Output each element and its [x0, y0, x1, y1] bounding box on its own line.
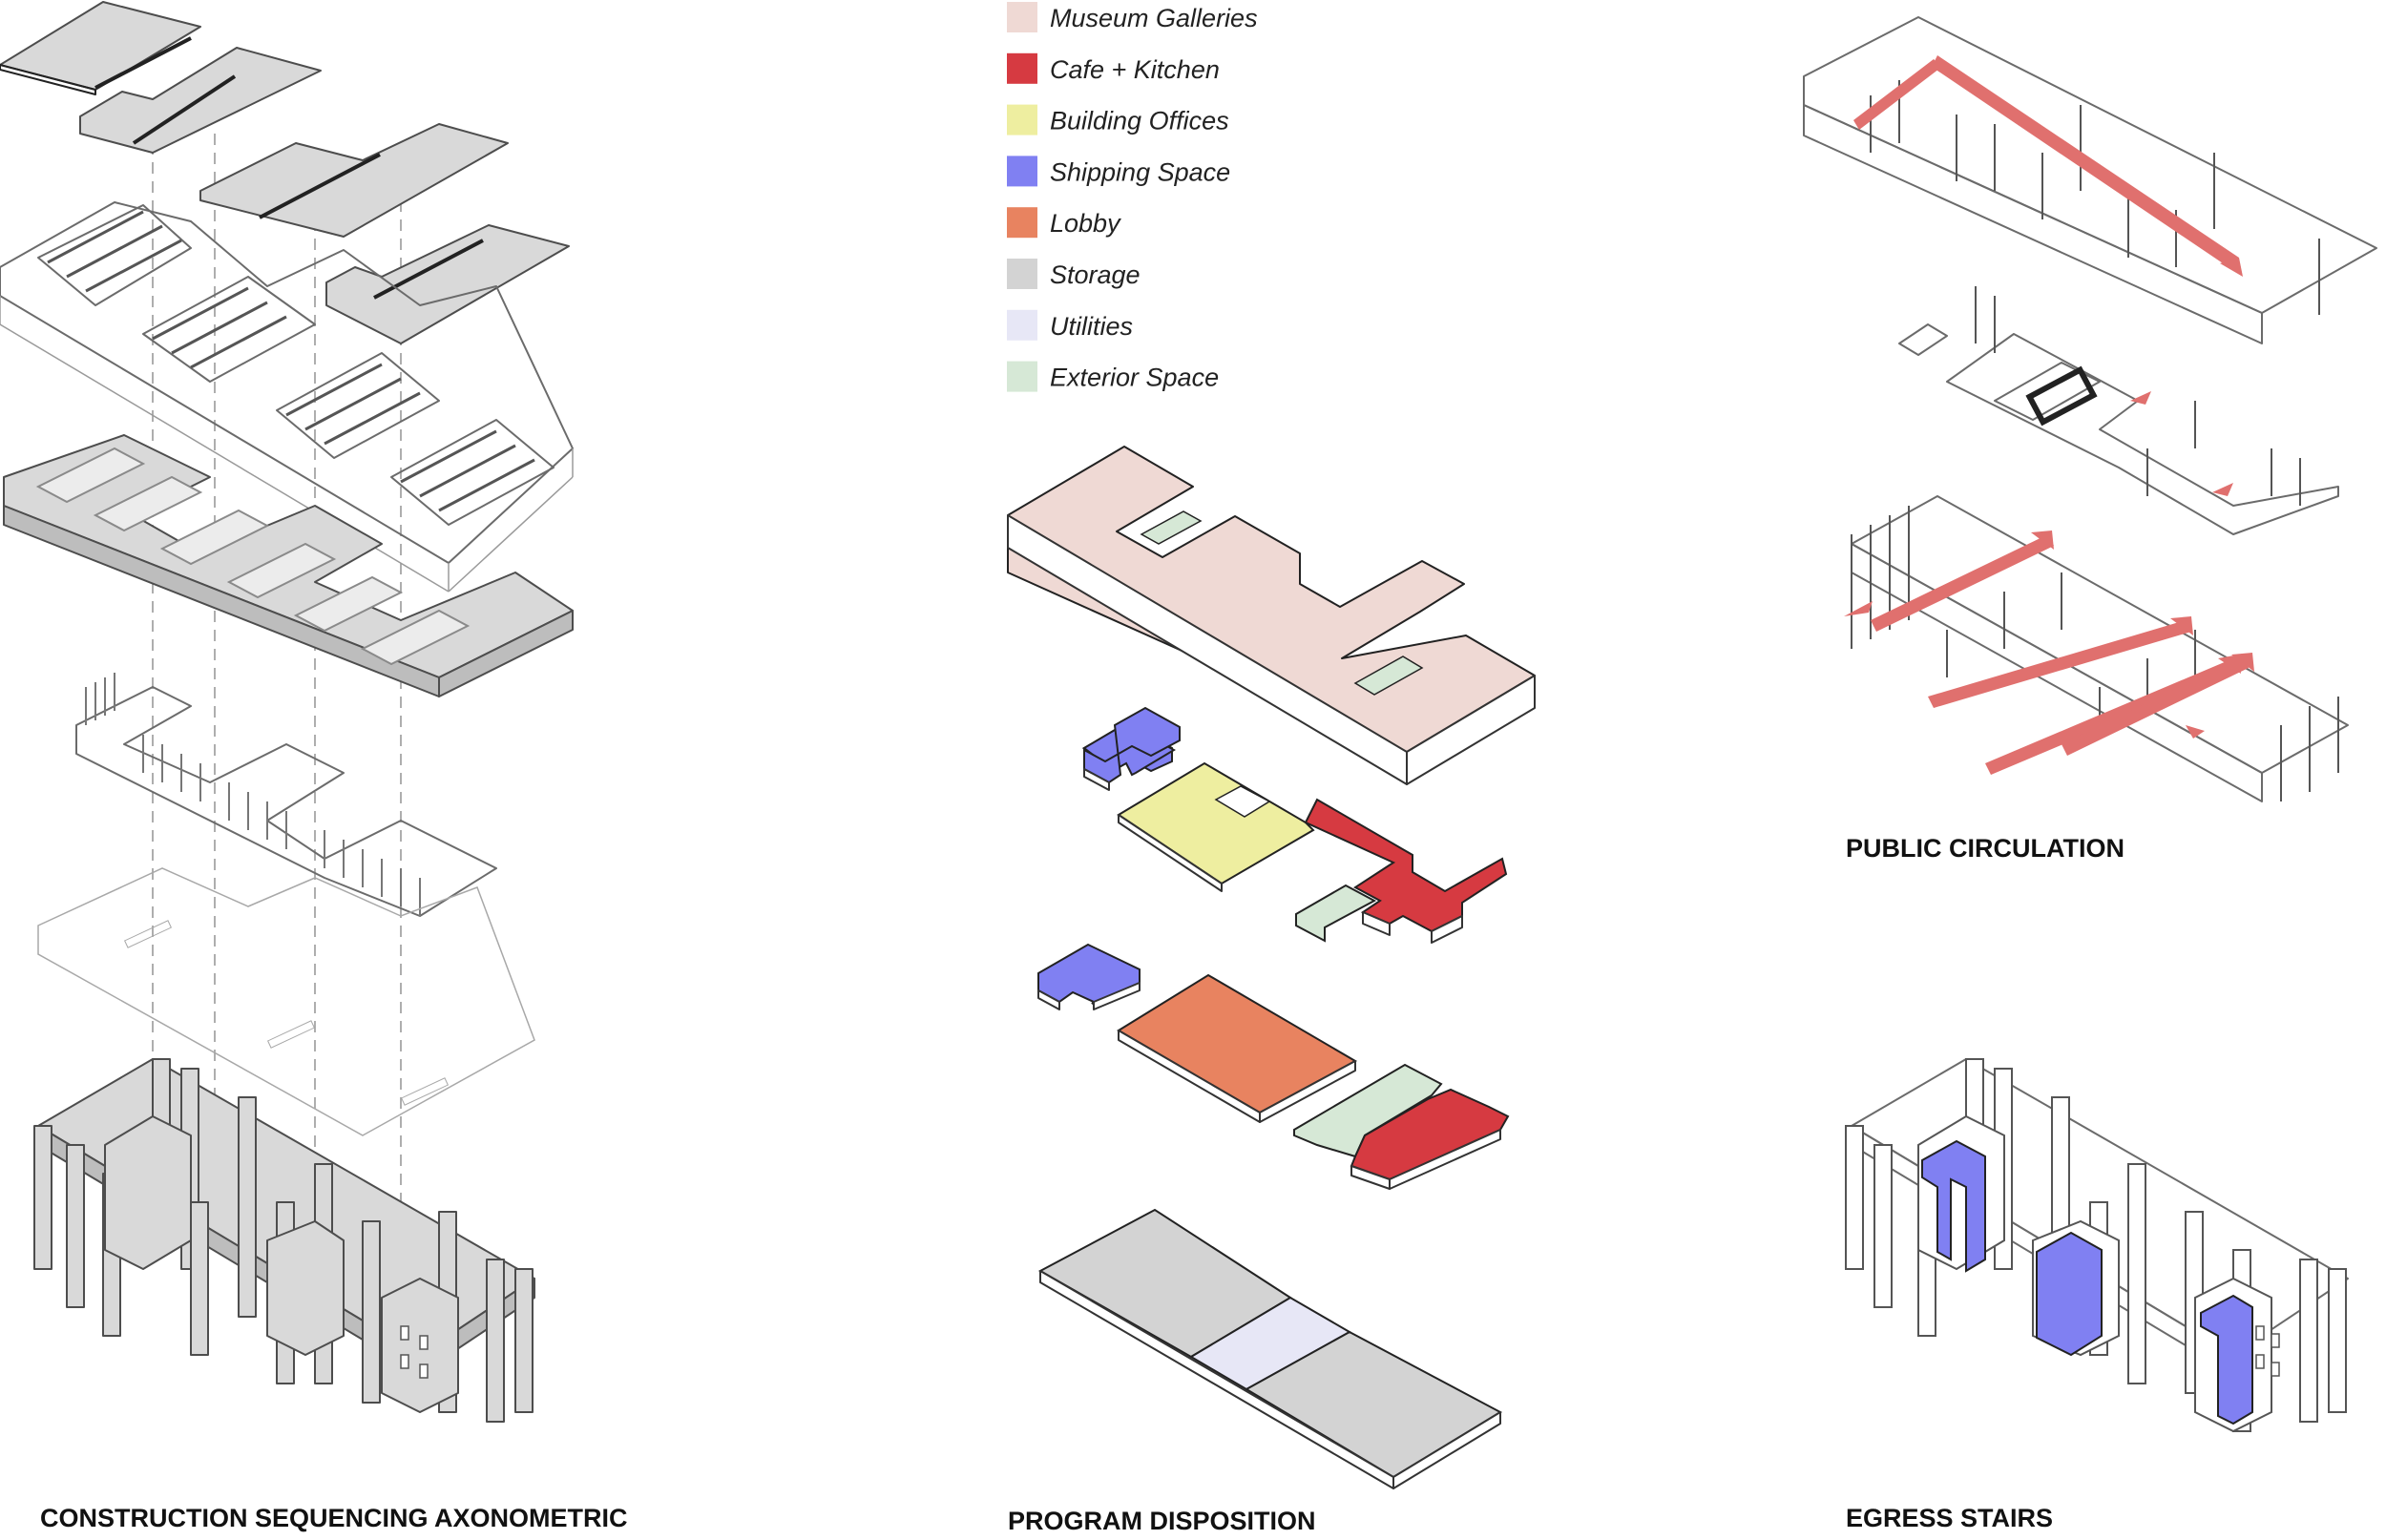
legend-swatch: [1007, 52, 1037, 84]
structure-columns: [33, 1058, 535, 1423]
museum-galleries-block: [1007, 446, 1536, 785]
legend-label: Shipping Space: [1050, 157, 1230, 186]
construction-title: CONSTRUCTION SEQUENCING AXONOMETRIC: [40, 1504, 628, 1532]
wall-skeleton: [75, 673, 497, 917]
legend-swatch: [1007, 259, 1037, 289]
legend-swatch: [1007, 2, 1037, 32]
legend-swatch: [1007, 156, 1037, 187]
legend-swatch: [1007, 104, 1037, 135]
egress-title: EGRESS STAIRS: [1846, 1504, 2053, 1532]
exterior-cafe-level: [1293, 1063, 1510, 1190]
circulation-title: PUBLIC CIRCULATION: [1846, 834, 2124, 863]
legend-label: Storage: [1050, 260, 1141, 289]
shipping-block-upper: [1081, 706, 1181, 791]
roof-layer: [0, 1, 570, 344]
program-title: PROGRAM DISPOSITION: [1008, 1507, 1316, 1535]
legend-label: Building Offices: [1050, 107, 1229, 135]
legend-label: Utilities: [1050, 312, 1133, 341]
shipping-lobby-level: [1037, 943, 1358, 1123]
legend-label: Lobby: [1050, 209, 1121, 238]
alignment-lines: [152, 105, 402, 1317]
legend-swatch: [1007, 207, 1037, 239]
circulation-arrows-low: [1844, 531, 2254, 775]
galleries-top: [1007, 446, 1536, 753]
circulation-arrows-top: [1853, 55, 2243, 277]
offices-cafe-level: [1117, 761, 1508, 944]
program-disposition: PROGRAM DISPOSITION: [1007, 446, 1536, 1535]
storage-utilities-slab: [1037, 1208, 1503, 1489]
circulation-mid-floor: [1898, 286, 2339, 535]
egress-stair-shafts: [1921, 1139, 2253, 1426]
legend-swatch: [1007, 309, 1037, 341]
construction-axonometric: CONSTRUCTION SEQUENCING AXONOMETRIC: [0, 1, 628, 1532]
public-circulation: PUBLIC CIRCULATION: [1803, 16, 2377, 863]
circulation-arrows-mid: [2130, 391, 2233, 496]
egress-stairs: EGRESS STAIRS: [1845, 1058, 2349, 1532]
ground-slab: [37, 867, 535, 1136]
circulation-top-floor: [1803, 16, 2377, 344]
floor-plates: [3, 434, 574, 697]
legend-label: Museum Galleries: [1050, 4, 1258, 32]
legend-label: Exterior Space: [1050, 364, 1219, 392]
legend-swatch: [1007, 361, 1037, 392]
legend-label: Cafe + Kitchen: [1050, 55, 1220, 84]
